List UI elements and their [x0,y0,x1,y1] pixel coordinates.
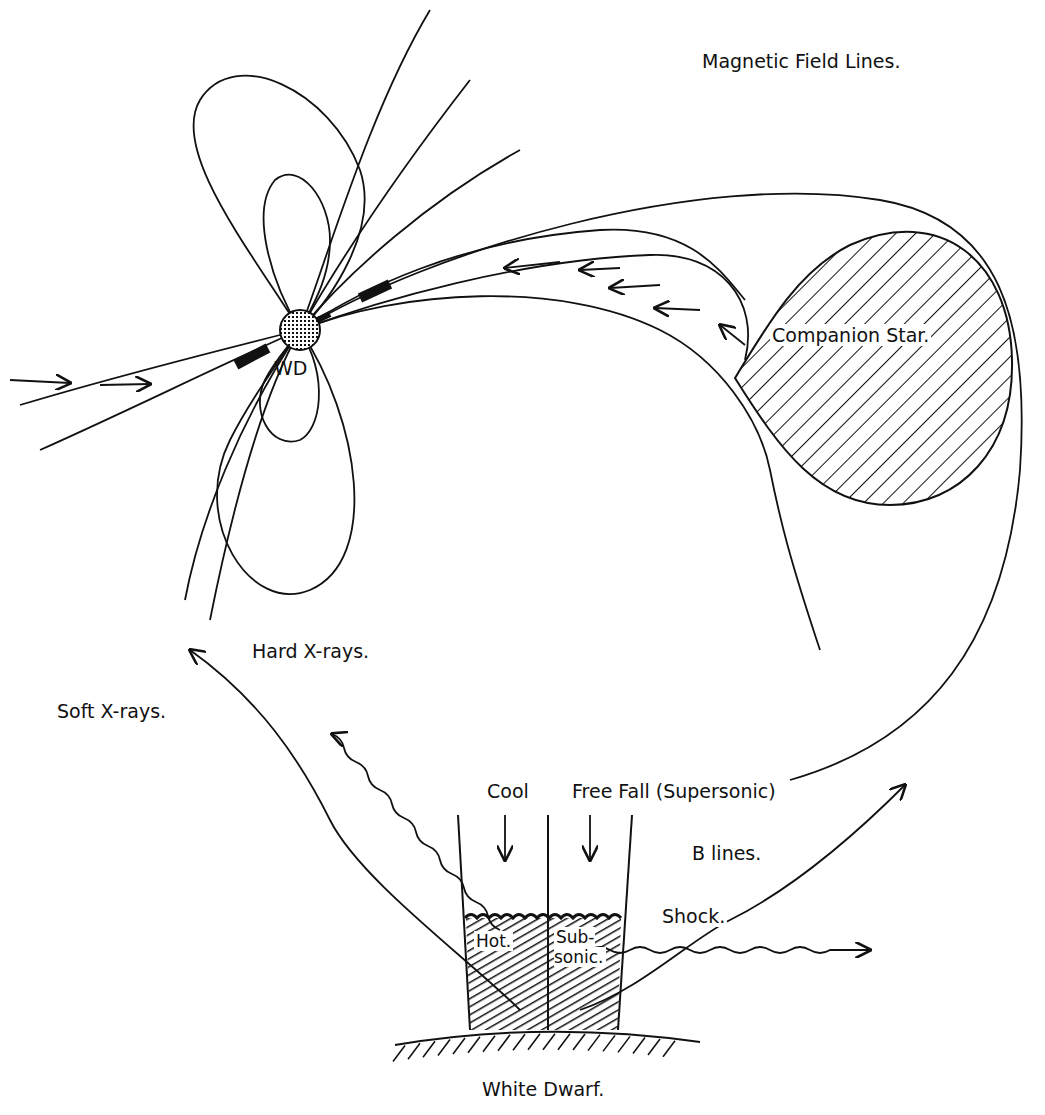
annotation-label: Magnetic Field Lines. [700,50,902,72]
annotation-label: B lines. [690,842,763,864]
wd-label: WD [274,358,307,380]
region-label: Sub- sonic. [554,928,616,967]
region-label: Hot. [474,932,540,952]
accretion-column [458,815,632,1030]
flow-arrow [10,262,745,385]
diagram-node: Sub- sonic. [554,928,614,978]
diagram-node: Hot. [474,932,540,962]
annotation-label: Soft X-rays. [55,700,168,722]
diagram-node: Companion Star. [770,325,980,365]
diagram-node: WD [282,312,318,348]
annotation-label: Free Fall (Supersonic) [570,780,778,802]
annotation-label: Cool [485,780,531,802]
xray-ray [190,650,905,1010]
field-lines [20,10,1022,780]
companion-star [735,232,1012,505]
annotation-label: Shock. [660,905,727,927]
star-label: Companion Star. [770,325,980,347]
annotation-label: White Dwarf. [480,1078,606,1100]
white-dwarf [280,310,320,350]
annotation-label: Hard X-rays. [250,640,371,662]
